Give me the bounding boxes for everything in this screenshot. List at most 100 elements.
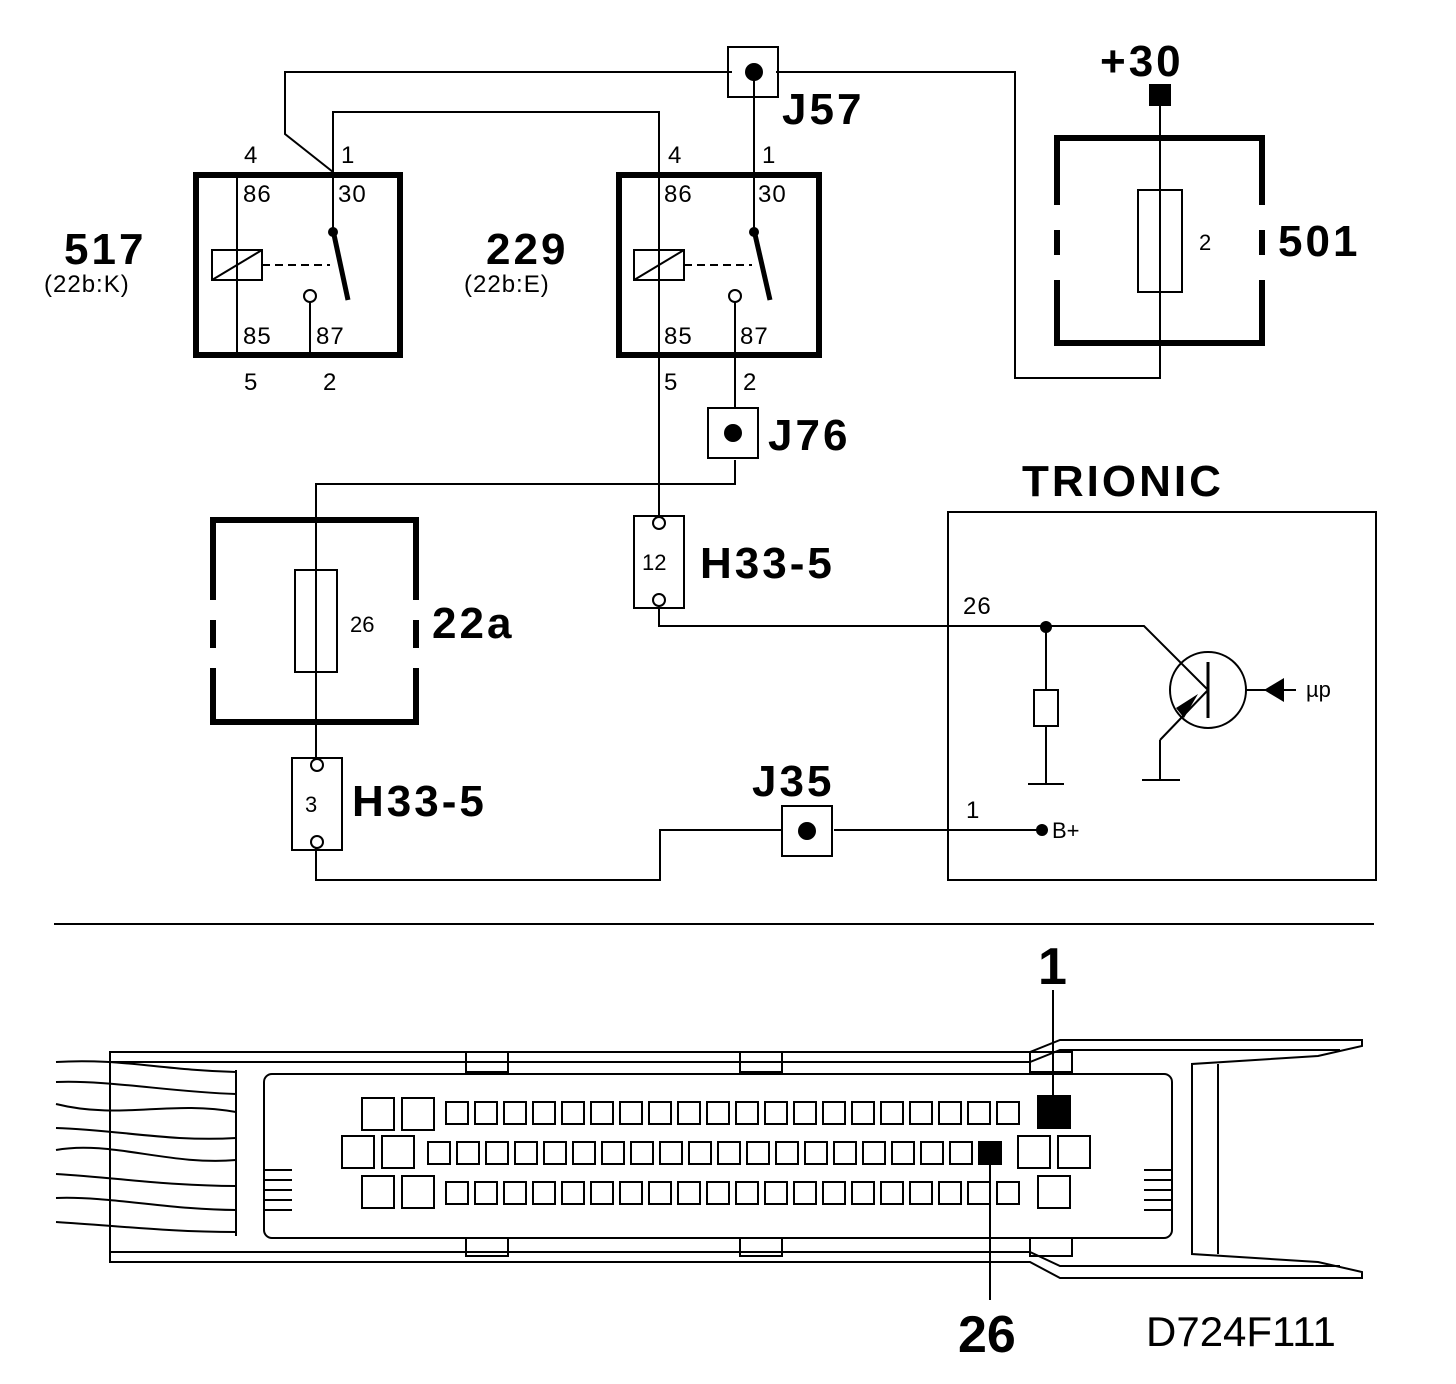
relay-517-term-86: 86 (243, 181, 272, 208)
connector-h33-5-pin12-label: H33-5 (700, 539, 835, 588)
pin-cavity (735, 1101, 759, 1125)
relay-517-label: 517 (64, 225, 146, 274)
fuse-22a: 26 22a (210, 517, 514, 725)
pin-cavity (706, 1101, 730, 1125)
pin-cavity-large (1057, 1135, 1091, 1169)
relay-229-ref: (22b:E) (464, 271, 550, 298)
pin-cavity (474, 1101, 498, 1125)
pin-cavity (735, 1181, 759, 1205)
junction-j76-label: J76 (768, 411, 850, 460)
relay-517-term-30: 30 (338, 181, 367, 208)
pin-cavity-large (401, 1097, 435, 1131)
pin-cavity (764, 1181, 788, 1205)
pin-cavity (648, 1181, 672, 1205)
pin-cavity (833, 1141, 857, 1165)
pin-cavity (532, 1101, 556, 1125)
pin-cavity (967, 1101, 991, 1125)
pin-cavity (561, 1181, 585, 1205)
pin-cavity-large (361, 1097, 395, 1131)
relay-229-term-86: 86 (664, 181, 693, 208)
junction-j57: J57 (727, 46, 861, 134)
pin-cavity (630, 1141, 654, 1165)
pin-cavity-large (1017, 1135, 1051, 1169)
pin-cavity (822, 1101, 846, 1125)
pin-cavity (880, 1101, 904, 1125)
pin-cavity (474, 1181, 498, 1205)
pin-cavity (793, 1181, 817, 1205)
pin-cavity (648, 1101, 672, 1125)
pin-cavity-large (341, 1135, 375, 1169)
relay-229-pin-4: 4 (668, 142, 682, 169)
pin-26-callout: 26 (958, 1306, 1016, 1364)
pin-cavity (920, 1141, 944, 1165)
pin-cavity (822, 1181, 846, 1205)
pin-cavity (445, 1101, 469, 1125)
relay-229: 86 30 85 87 4 1 5 2 229 (22b:E) (464, 142, 822, 396)
junction-j35: J35 (752, 757, 834, 857)
pin-cavity (543, 1141, 567, 1165)
figure-code: D724F111 (1146, 1308, 1336, 1355)
connector-h33-5-pin3: 3 H33-5 (291, 757, 484, 851)
fuse-22a-label: 22a (432, 599, 514, 648)
pin-cavity-large (381, 1135, 415, 1169)
relay-517-term-85: 85 (243, 323, 272, 350)
relay-517: 86 30 85 87 4 1 5 2 517 (22b:K) (44, 142, 403, 396)
relay-517-pin-1: 1 (341, 142, 355, 169)
relay-229-pin-1: 1 (762, 142, 776, 169)
junction-j76: J76 (707, 407, 850, 460)
pin-cavity (619, 1101, 643, 1125)
fuse-501-label: 501 (1278, 217, 1360, 266)
pin-cavity (590, 1181, 614, 1205)
connector-h33-5-pin12: 12 H33-5 (633, 515, 835, 609)
pin-cavity (804, 1141, 828, 1165)
junction-j35-label: J35 (752, 757, 834, 806)
pin-cavity (717, 1141, 741, 1165)
pin-cavity (677, 1181, 701, 1205)
pin-cavity (601, 1141, 625, 1165)
pin-grid (341, 1095, 1091, 1209)
trionic-pin-26: 26 (963, 593, 992, 620)
pin-cavity (485, 1141, 509, 1165)
relay-517-term-87: 87 (316, 323, 345, 350)
pin-cavity (938, 1181, 962, 1205)
pin-cavity (996, 1181, 1020, 1205)
relay-229-term-30: 30 (758, 181, 787, 208)
relay-517-pin-4: 4 (244, 142, 258, 169)
relay-229-label: 229 (486, 225, 568, 274)
pin-cavity (677, 1101, 701, 1125)
pin-cavity (532, 1181, 556, 1205)
relay-229-term-87: 87 (740, 323, 769, 350)
pin-cavity (909, 1101, 933, 1125)
trionic-b-plus: B+ (1052, 818, 1080, 843)
trionic-mu-p: µp (1306, 677, 1331, 702)
pin-cavity (503, 1181, 527, 1205)
connector-h33-5-pin3-number: 3 (305, 792, 317, 817)
latch-right (1144, 1169, 1172, 1211)
supply-plus30-label: +30 (1100, 37, 1184, 86)
pin-cavity (949, 1141, 973, 1165)
relay-229-pin-5: 5 (664, 369, 678, 396)
pin-cavity (445, 1181, 469, 1205)
pin-cavity (746, 1141, 770, 1165)
fuse-22a-number: 26 (350, 612, 374, 637)
pin-cavity (659, 1141, 683, 1165)
pin-cavity (706, 1181, 730, 1205)
pin-cavity (590, 1101, 614, 1125)
pin-cavity (909, 1181, 933, 1205)
pin-cavity (891, 1141, 915, 1165)
fuse-501: +30 2 501 (1054, 37, 1360, 346)
pin-cavity (514, 1141, 538, 1165)
pin-cavity (764, 1101, 788, 1125)
pin-cavity (572, 1141, 596, 1165)
pin-cavity (561, 1101, 585, 1125)
pin-cavity (862, 1141, 886, 1165)
connector-view: 1 26 D724F111 (55, 938, 1363, 1364)
pin-cavity (996, 1101, 1020, 1125)
pin-cavity (688, 1141, 712, 1165)
pin-cavity (619, 1181, 643, 1205)
pin-cavity-large (361, 1175, 395, 1209)
relay-517-ref: (22b:K) (44, 271, 130, 298)
pin-cavity (793, 1101, 817, 1125)
pin-cavity (503, 1101, 527, 1125)
